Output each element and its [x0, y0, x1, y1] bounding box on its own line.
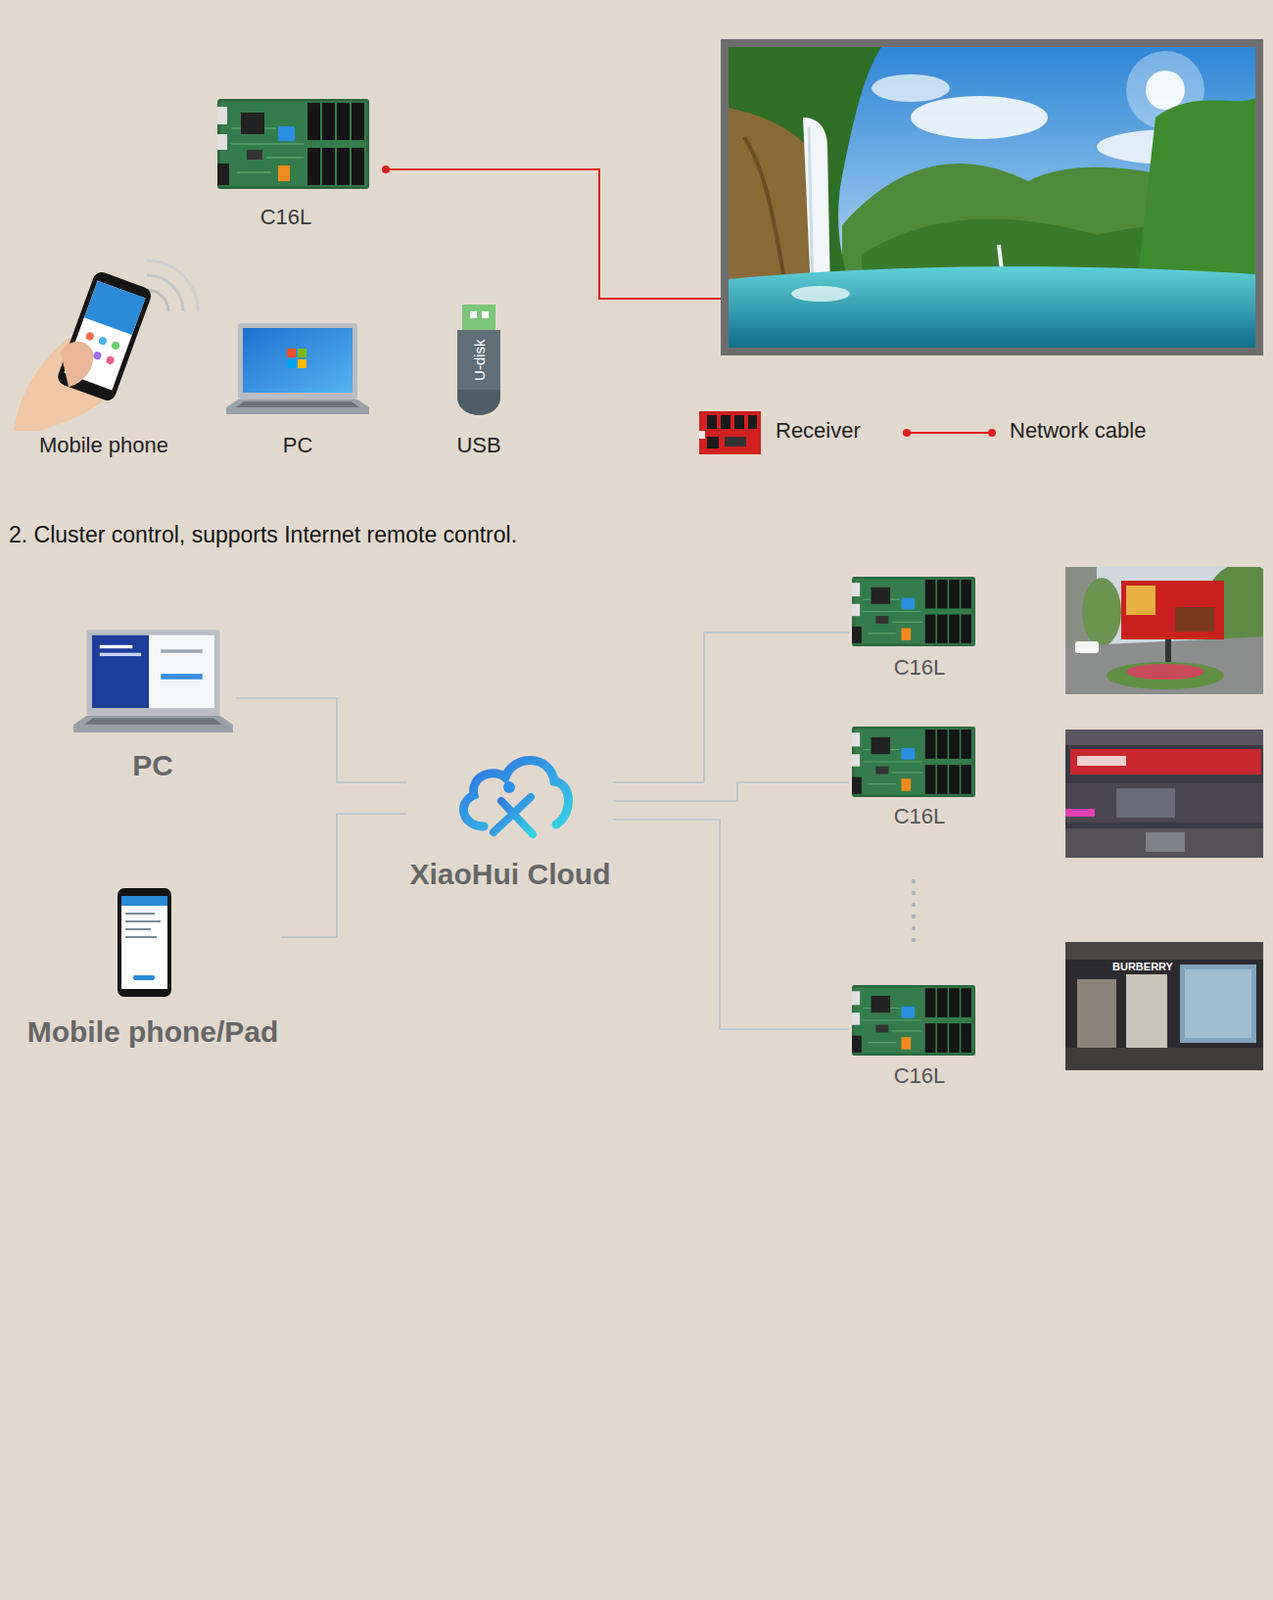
usb-stick-icon: [457, 304, 501, 416]
legend-text: Receiver: [775, 418, 861, 443]
cloud-link: [281, 813, 407, 938]
section-heading: 2. Cluster control, supports Internet re…: [8, 521, 518, 548]
device-label: Mobile phone: [39, 432, 169, 458]
device-label: C16L: [894, 655, 946, 680]
device-node: XiaoHui Cloud: [407, 745, 614, 895]
cloud-link: [613, 632, 850, 783]
phone-in-hand-icon: [13, 260, 198, 431]
device-label: C16L: [894, 803, 946, 829]
led-screen: [720, 39, 1264, 356]
device-node: Mobile phone: [6, 236, 207, 462]
network-cable: [385, 169, 721, 299]
cloud-link: [235, 698, 408, 783]
controller-board: [851, 985, 976, 1056]
device-label: C16L: [260, 204, 313, 230]
device-label: XiaoHui Cloud: [410, 857, 612, 893]
ellipsis-dots: [911, 879, 916, 943]
controller-board: [851, 726, 976, 798]
controller-board: [851, 576, 976, 647]
cloud-link: [613, 782, 850, 802]
device-node: U-diskUSB: [453, 301, 504, 462]
cloud-icon: [463, 759, 568, 835]
cloud-link: [613, 819, 850, 1030]
device-node: C16L: [848, 982, 979, 1092]
device-marking: U-disk: [470, 339, 487, 382]
device-label: C16L: [894, 1063, 946, 1088]
device-node: C16L: [848, 723, 979, 833]
device-node: C16L: [848, 573, 979, 684]
laptop-icon: [73, 629, 234, 733]
phone-icon: [117, 888, 172, 997]
device-node: C16L: [214, 95, 373, 234]
store-window-photo: [1065, 942, 1264, 1071]
device-label: PC: [282, 432, 314, 458]
device-node: PC: [223, 320, 373, 462]
legend-text: Network cable: [1009, 418, 1146, 443]
network-cable-symbol: [902, 428, 996, 437]
storefront-photo: [1065, 729, 1264, 858]
device-label: PC: [132, 749, 174, 784]
billboard-photo: [1065, 566, 1264, 695]
device-node: PC: [70, 626, 236, 786]
device-label: Mobile phone/Pad: [27, 1015, 280, 1050]
receiver-icon: [699, 411, 761, 455]
device-node: Mobile phone/Pad: [24, 885, 283, 1052]
sign-text: BURBERRY: [1112, 960, 1174, 974]
controller-board: [217, 98, 370, 189]
device-label: USB: [456, 432, 501, 458]
laptop-icon: [226, 323, 370, 415]
